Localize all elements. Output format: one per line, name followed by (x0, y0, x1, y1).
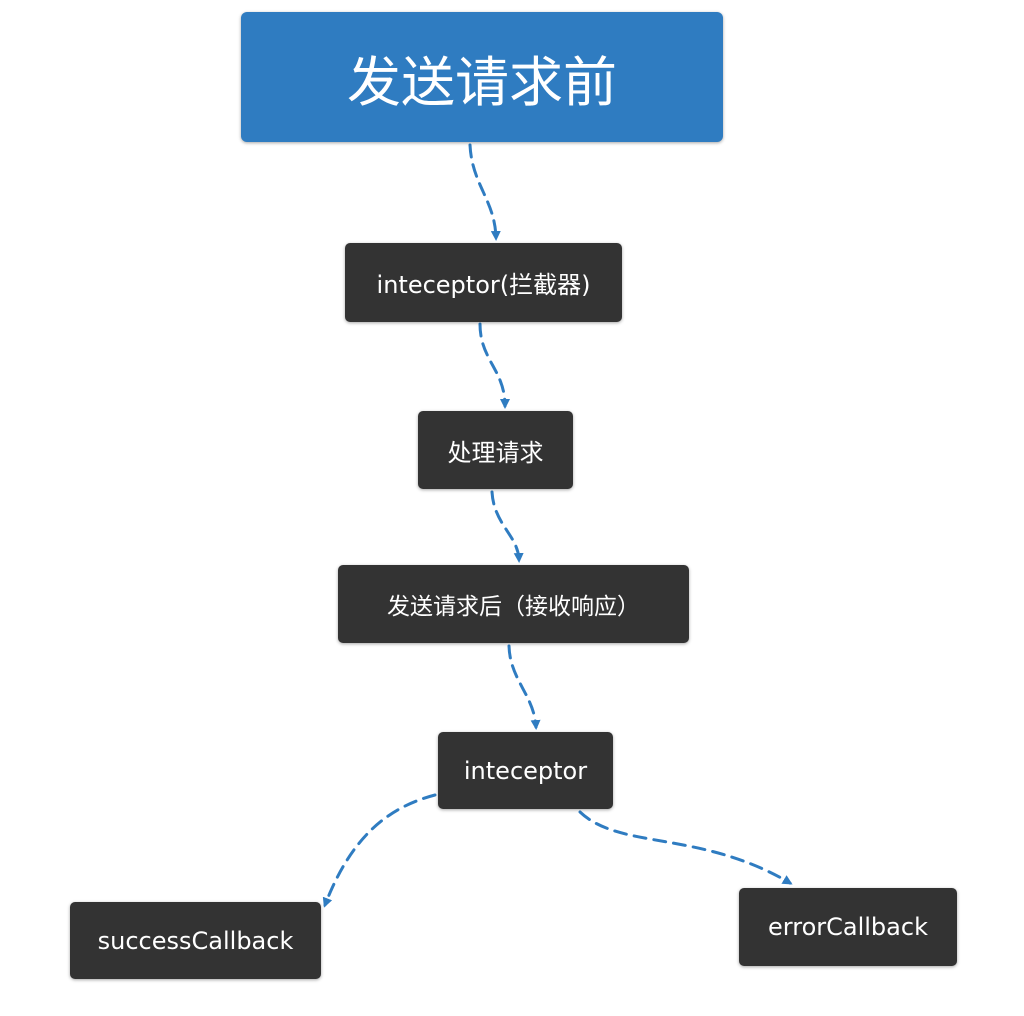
node-receive-response-label: 发送请求后（接收响应） (387, 594, 640, 620)
node-interceptor-response: inteceptor (438, 732, 613, 809)
node-interceptor-request: inteceptor(拦截器) (345, 243, 622, 322)
edge-process-to-receive (490, 490, 524, 563)
node-interceptor-request-label: inteceptor(拦截器) (376, 271, 591, 299)
edge-interceptor-2-to-success (322, 793, 437, 908)
edge-start-to-interceptor-1 (468, 143, 501, 241)
node-start-label: 发送请求前 (347, 50, 617, 114)
node-process-request-label: 处理请求 (447, 438, 544, 467)
edge-interceptor-2-to-error (578, 810, 793, 885)
edge-interceptor-1-to-process (478, 322, 510, 409)
node-receive-response: 发送请求后（接收响应） (338, 565, 689, 643)
node-error-callback-label: errorCallback (768, 913, 928, 941)
node-interceptor-response-label: inteceptor (463, 756, 588, 785)
node-process-request: 处理请求 (418, 411, 573, 489)
node-error-callback: errorCallback (739, 888, 957, 966)
node-start: 发送请求前 (241, 12, 723, 142)
node-success-callback-label: successCallback (97, 926, 294, 955)
node-success-callback: successCallback (70, 902, 321, 979)
edge-receive-to-interceptor-2 (507, 644, 541, 730)
